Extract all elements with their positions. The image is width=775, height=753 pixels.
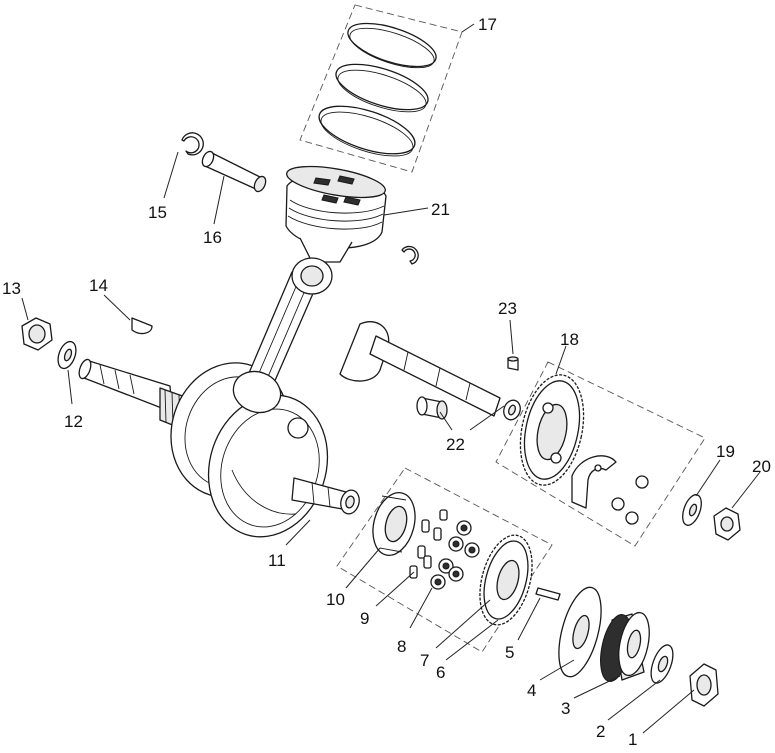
callout-12: 12: [64, 412, 83, 431]
starter-clutch-gear: [479, 534, 533, 626]
balancer-bolts: [611, 475, 649, 525]
piston-pin: [201, 150, 267, 193]
callout-8: 8: [397, 637, 406, 656]
callout-15: 15: [148, 203, 167, 222]
key-pin: [535, 587, 561, 601]
balancer-shaft: [339, 321, 521, 421]
clutch-group-box: [336, 467, 553, 653]
one-way-clutch-housing: [372, 492, 416, 556]
callout-10: 10: [326, 590, 345, 609]
callout-1: 1: [628, 730, 637, 749]
callout-20: 20: [752, 457, 771, 476]
lock-washer-primary: [650, 644, 674, 684]
piston-rings: [318, 22, 437, 157]
thrust-washer: [558, 586, 602, 678]
piston: [285, 165, 387, 263]
primary-drive-gear: [600, 611, 650, 682]
callout-2: 2: [596, 722, 605, 741]
crankshaft-assembly: [78, 257, 360, 538]
balancer-gear: [519, 374, 585, 486]
balancer-nut: [713, 507, 741, 541]
callout-22: 22: [446, 435, 465, 454]
callout-23: 23: [498, 299, 517, 318]
balancer-bearing: [416, 396, 448, 420]
callout-14: 14: [89, 276, 108, 295]
callout-17: 17: [478, 15, 497, 34]
leader-lines: [21, 23, 761, 734]
callout-6: 6: [436, 663, 445, 682]
counterbalance-group-box: [495, 361, 706, 547]
callout-19: 19: [716, 442, 735, 461]
callout-18: 18: [560, 330, 579, 349]
crankshaft-nut-left: [21, 317, 53, 351]
clutch-springs: [430, 520, 480, 590]
callout-13: 13: [2, 279, 21, 298]
callout-4: 4: [527, 681, 536, 700]
callout-21: 21: [431, 200, 450, 219]
callout-labels: 1 2 3 4 5 6 7 8 9 10 11 12 13 14 15 16 1…: [2, 15, 771, 749]
callout-11: 11: [268, 551, 286, 570]
woodruff-key: [131, 317, 153, 335]
callout-5: 5: [505, 643, 514, 662]
dowel-pin: [507, 356, 519, 371]
piston-pin-circlip-right: [401, 245, 419, 265]
balancer-weight: [571, 455, 617, 509]
callout-7: 7: [420, 651, 429, 670]
lock-washer-right: [682, 494, 702, 526]
callout-9: 9: [360, 609, 369, 628]
piston-pin-circlip-left: [181, 132, 204, 156]
primary-gear-nut: [689, 663, 719, 707]
piston-rings-group-box: [299, 4, 463, 173]
callout-3: 3: [561, 699, 570, 718]
washer-left: [57, 340, 77, 370]
callout-16: 16: [203, 228, 222, 247]
